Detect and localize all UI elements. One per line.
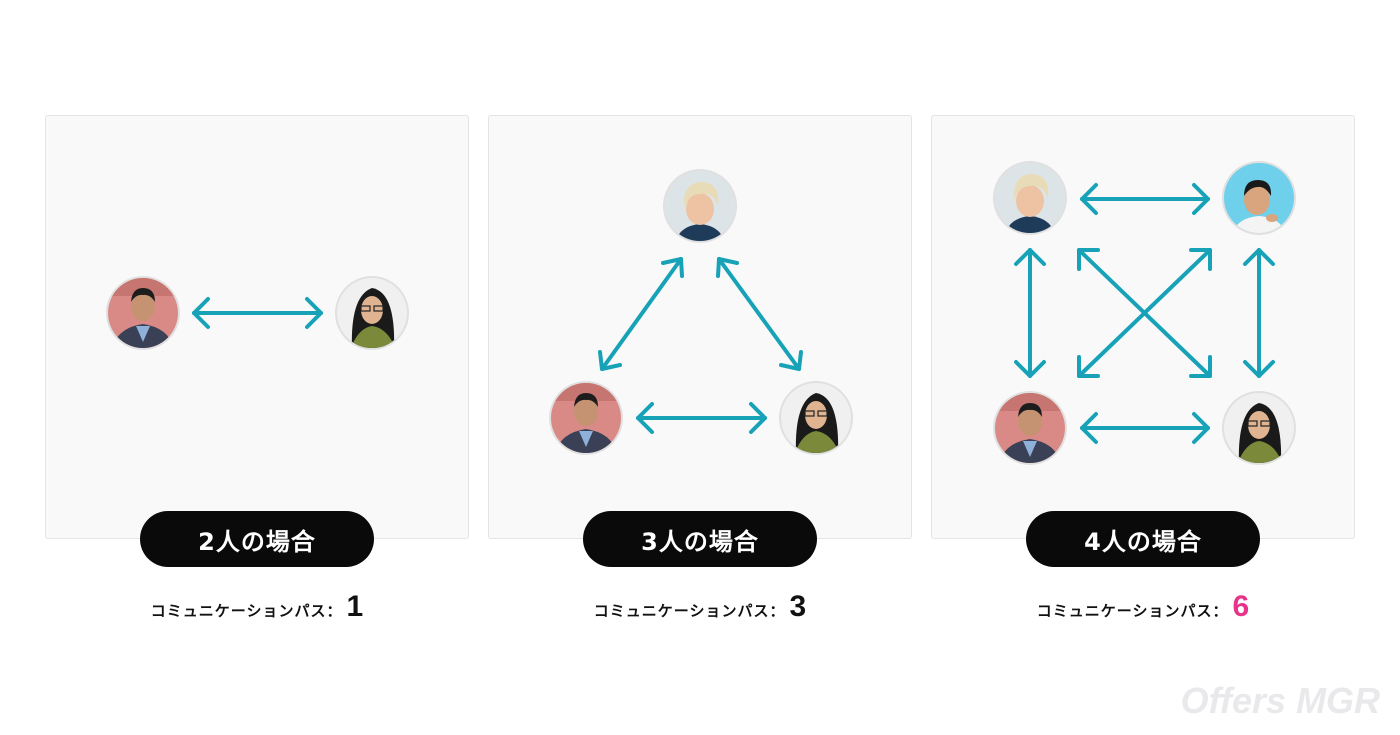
arrow-4p-top xyxy=(1080,183,1210,215)
count-value: 3 xyxy=(789,590,807,623)
panel-2-people xyxy=(45,115,469,539)
avatar-woman-glasses xyxy=(779,381,853,455)
panel-4-people xyxy=(931,115,1355,539)
count-label: コミュニケーションパス： xyxy=(150,602,343,620)
arrow-3p-top-left xyxy=(598,257,684,371)
diagram-3-people xyxy=(549,169,853,455)
panel-label-3-people: 3人の場合 xyxy=(583,511,817,567)
count-label: コミュニケーションパス： xyxy=(593,602,786,620)
avatar-woman-glasses xyxy=(335,276,409,350)
count-label: コミュニケーションパス： xyxy=(1036,602,1229,620)
avatar-woman-glasses xyxy=(1222,391,1296,465)
arrow-4p-left xyxy=(1014,248,1046,378)
panel-label-2-people: 2人の場合 xyxy=(140,511,374,567)
count-value-highlight: 6 xyxy=(1232,590,1250,623)
count-line-3-people: コミュニケーションパス： 3 xyxy=(488,590,912,630)
arrow-4p-right xyxy=(1243,248,1275,378)
arrow-4p-diagonal-b xyxy=(1077,248,1212,378)
diagram-4-people xyxy=(993,161,1296,465)
avatar-woman-blonde xyxy=(993,161,1067,235)
arrow-3p-bottom xyxy=(636,402,767,434)
panel-label-4-people: 4人の場合 xyxy=(1026,511,1260,567)
arrow-2p-man-woman xyxy=(192,297,323,329)
arrow-4p-bottom xyxy=(1080,412,1210,444)
panel-3-people xyxy=(488,115,912,539)
count-line-4-people: コミュニケーションパス： 6 xyxy=(931,590,1355,630)
avatar-man xyxy=(549,381,623,455)
avatar-man-blue-background xyxy=(1222,161,1296,235)
watermark-logo: Offers MGR xyxy=(1180,680,1380,721)
count-value: 1 xyxy=(346,590,364,623)
avatar-man xyxy=(993,391,1067,465)
arrow-3p-top-right xyxy=(716,257,803,371)
count-line-2-people: コミュニケーションパス： 1 xyxy=(45,590,469,630)
avatar-man xyxy=(106,276,180,350)
diagram-2-people xyxy=(106,276,409,350)
avatar-woman-blonde xyxy=(663,169,737,243)
